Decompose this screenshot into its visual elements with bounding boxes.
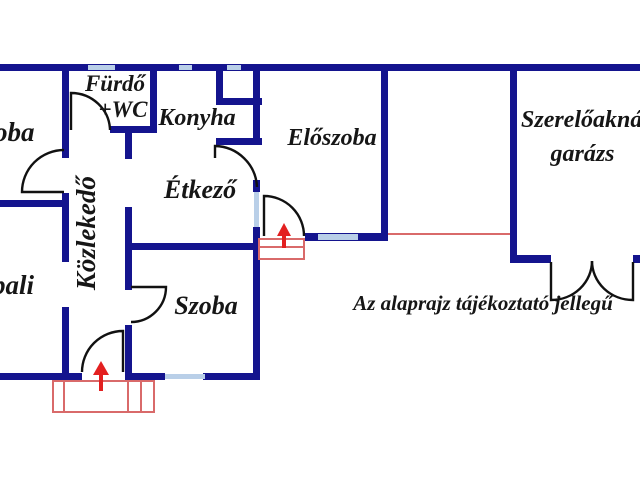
- wall-konyha-eloszoba-a: [253, 64, 260, 145]
- entrance-steps-main-riser-3: [140, 380, 142, 413]
- window-niche: [227, 65, 241, 70]
- wall-corridor-left-mid: [62, 193, 69, 262]
- terrace-edge-line: [388, 233, 510, 235]
- window-furdo: [88, 65, 115, 70]
- room-label-etkezo: Étkező: [163, 175, 237, 204]
- room-label-kozlekedo: Közlekedő: [70, 176, 101, 291]
- plan-disclaimer-note: Az alaprajz tájékoztató jellegű: [353, 291, 613, 315]
- wall-exterior-top: [0, 64, 640, 71]
- wall-exterior-bottom-b: [125, 373, 165, 380]
- room-label-konyha: Konyha: [158, 105, 236, 131]
- room-label-garage-line1: Szerelőakná: [521, 107, 640, 133]
- window-szoba-bottom: [165, 374, 205, 379]
- wall-garage-bottom-left: [510, 255, 551, 263]
- door-arc-entrance: [80, 329, 125, 373]
- room-label-eloszoba: Előszoba: [287, 125, 377, 151]
- wall-niche-left: [216, 64, 223, 105]
- entrance-steps-main-riser-2: [127, 380, 129, 413]
- wall-corridor-right-c: [125, 325, 132, 380]
- wall-szoba-topleft-bottom: [0, 200, 69, 207]
- wall-eloszoba-right: [381, 64, 388, 241]
- window-konyha: [179, 65, 192, 70]
- wall-szoba-eloszoba: [253, 227, 260, 380]
- room-label-garage-line2: garázs: [550, 141, 615, 167]
- door-arc-szoba: [130, 285, 168, 324]
- wall-corridor-left-upper: [62, 64, 69, 158]
- room-label-nappali: pali: [0, 270, 35, 300]
- wall-corridor-left-lower: [62, 307, 69, 380]
- wall-corridor-right-a: [125, 133, 132, 159]
- eloszoba-arrow-head-icon: [277, 223, 291, 236]
- room-label-szoba: Szoba: [174, 291, 238, 320]
- door-arc-eloszoba: [262, 194, 306, 237]
- wall-konyha-eloszoba-b: [253, 180, 260, 192]
- room-label-szoba-top-left: oba: [0, 117, 35, 147]
- window-etkezo-eloszoba: [254, 192, 259, 227]
- wall-exterior-bottom-c: [203, 373, 260, 380]
- entrance-steps-eloszoba: [258, 238, 305, 260]
- wall-niche-bottom: [216, 98, 262, 105]
- entrance-steps-eloszoba-tread: [258, 246, 305, 248]
- wall-konyha-door-head: [216, 138, 262, 145]
- wall-garage-left: [510, 64, 517, 262]
- entrance-steps-main-riser-1: [63, 380, 65, 413]
- window-eloszoba-bottom: [318, 234, 358, 240]
- entrance-arrow-head-icon: [93, 361, 109, 375]
- wall-furdo-bottom: [110, 126, 157, 133]
- room-label-wc: +WC: [98, 97, 148, 122]
- room-label-furdo: Fürdő: [84, 71, 146, 96]
- entrance-steps-main: [52, 380, 155, 413]
- wall-furdo-right: [150, 64, 157, 133]
- wall-garage-bottom-right: [633, 255, 640, 263]
- door-arc-szoba-top-left: [20, 148, 65, 194]
- wall-szoba-top: [125, 243, 260, 250]
- wall-exterior-bottom-a: [0, 373, 82, 380]
